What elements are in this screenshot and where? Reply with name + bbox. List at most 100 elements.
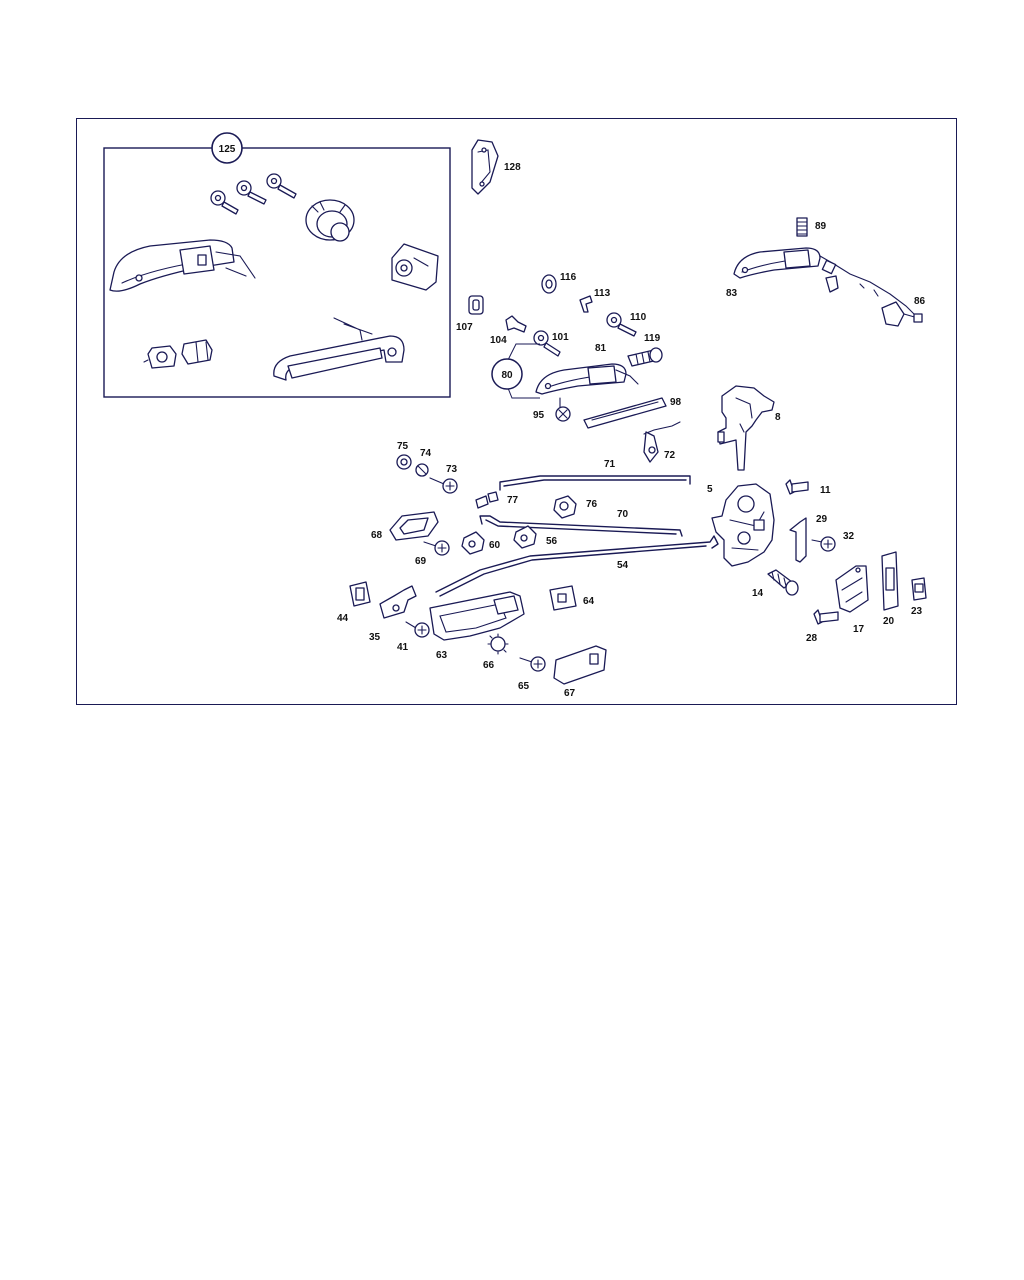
label-23: 23 (911, 606, 923, 617)
label-72: 72 (664, 450, 676, 461)
part-107-pad (468, 295, 484, 315)
label-11: 11 (820, 485, 831, 496)
label-66: 66 (483, 660, 495, 671)
label-32: 32 (843, 531, 855, 542)
part-28-screw (813, 609, 839, 625)
lock-cylinder-small-icon (143, 345, 177, 369)
key-icon (236, 180, 267, 205)
label-8: 8 (775, 412, 781, 423)
rod-70 (479, 515, 683, 537)
part-83-outer-handle (733, 247, 919, 319)
label-101: 101 (552, 332, 569, 343)
label-60: 60 (489, 540, 501, 551)
part-86-actuator (859, 283, 923, 327)
part-14-bolt (767, 569, 799, 596)
label-17: 17 (853, 624, 865, 635)
part-69-screw (423, 540, 450, 556)
part-60-bushing (461, 531, 485, 555)
part-64-block (549, 585, 577, 611)
label-20: 20 (883, 616, 895, 627)
part-44-clip (349, 581, 371, 607)
part-23-plate (911, 577, 927, 601)
part-74-washer (415, 463, 429, 477)
label-107: 107 (456, 322, 473, 333)
part-11-screw (785, 479, 809, 495)
part-68-recess (389, 511, 439, 541)
part-63-inner-handle (429, 591, 525, 641)
label-67: 67 (564, 688, 576, 699)
label-64: 64 (583, 596, 595, 607)
part-66-gear (487, 633, 509, 655)
part-128-cover (471, 139, 499, 195)
part-73-screw (429, 477, 458, 494)
label-29: 29 (816, 514, 828, 525)
label-41: 41 (397, 642, 409, 653)
outer-door-handle-icon (109, 239, 256, 292)
label-5: 5 (707, 484, 713, 495)
label-69: 69 (415, 556, 427, 567)
key-icon (266, 173, 297, 199)
rod-54 (435, 535, 719, 597)
label-83: 83 (726, 288, 738, 299)
part-98-trim (583, 397, 667, 429)
label-65: 65 (518, 681, 530, 692)
part-113-clip (579, 295, 593, 313)
label-81: 81 (595, 343, 607, 354)
kit-label-circle (211, 132, 243, 164)
label-113: 113 (594, 288, 611, 299)
part-95-screw (555, 397, 571, 422)
label-63: 63 (436, 650, 448, 661)
lock-housing-icon (391, 243, 439, 291)
part-104-key (505, 315, 527, 333)
key-icon (210, 190, 239, 215)
label-28: 28 (806, 633, 818, 644)
label-110: 110 (630, 312, 647, 323)
label-71: 71 (604, 459, 616, 470)
part-32-screw (811, 536, 836, 552)
label-14: 14 (752, 588, 764, 599)
label-77: 77 (507, 495, 519, 506)
label-76: 76 (586, 499, 598, 510)
part-5-door-lock (711, 483, 775, 567)
part-76-bushing (553, 495, 577, 519)
label-74: 74 (420, 448, 432, 459)
lock-sleeve-icon (181, 339, 213, 365)
part-77-clip (475, 491, 499, 509)
part-17-striker (835, 565, 869, 613)
part-20-plate (881, 551, 899, 611)
part-81-handle (535, 363, 639, 395)
pull-handle-icon (273, 317, 405, 381)
part-110-key (606, 312, 637, 337)
part-41-screw (405, 621, 430, 638)
part-29-bracket (789, 517, 807, 563)
lock-cylinder-icon (305, 199, 355, 242)
label-75: 75 (397, 441, 409, 452)
part-35-lever (379, 585, 417, 619)
group-80-bracket (491, 343, 540, 399)
label-116: 116 (560, 272, 577, 283)
label-95: 95 (533, 410, 545, 421)
kit-label: 125 (219, 144, 236, 155)
label-89: 89 (815, 221, 827, 232)
label-56: 56 (546, 536, 558, 547)
part-65-screw (519, 656, 546, 672)
label-54: 54 (617, 560, 629, 571)
diagram-frame (76, 118, 957, 705)
rod-71 (499, 475, 691, 491)
label-104: 104 (490, 335, 507, 346)
part-56-bushing (513, 525, 537, 549)
label-70: 70 (617, 509, 629, 520)
part-75-grommet (396, 454, 412, 470)
label-119: 119 (644, 333, 661, 344)
part-119-cylinder (627, 347, 663, 367)
part-101-key (533, 330, 561, 357)
part-89-spring (796, 217, 808, 237)
label-128: 128 (504, 162, 521, 173)
part-72-lever (643, 421, 681, 463)
label-73: 73 (446, 464, 458, 475)
part-8-bracket (717, 385, 775, 471)
part-67-trim (553, 645, 607, 685)
label-98: 98 (670, 397, 682, 408)
kit-125-inset: 125 (103, 132, 451, 398)
